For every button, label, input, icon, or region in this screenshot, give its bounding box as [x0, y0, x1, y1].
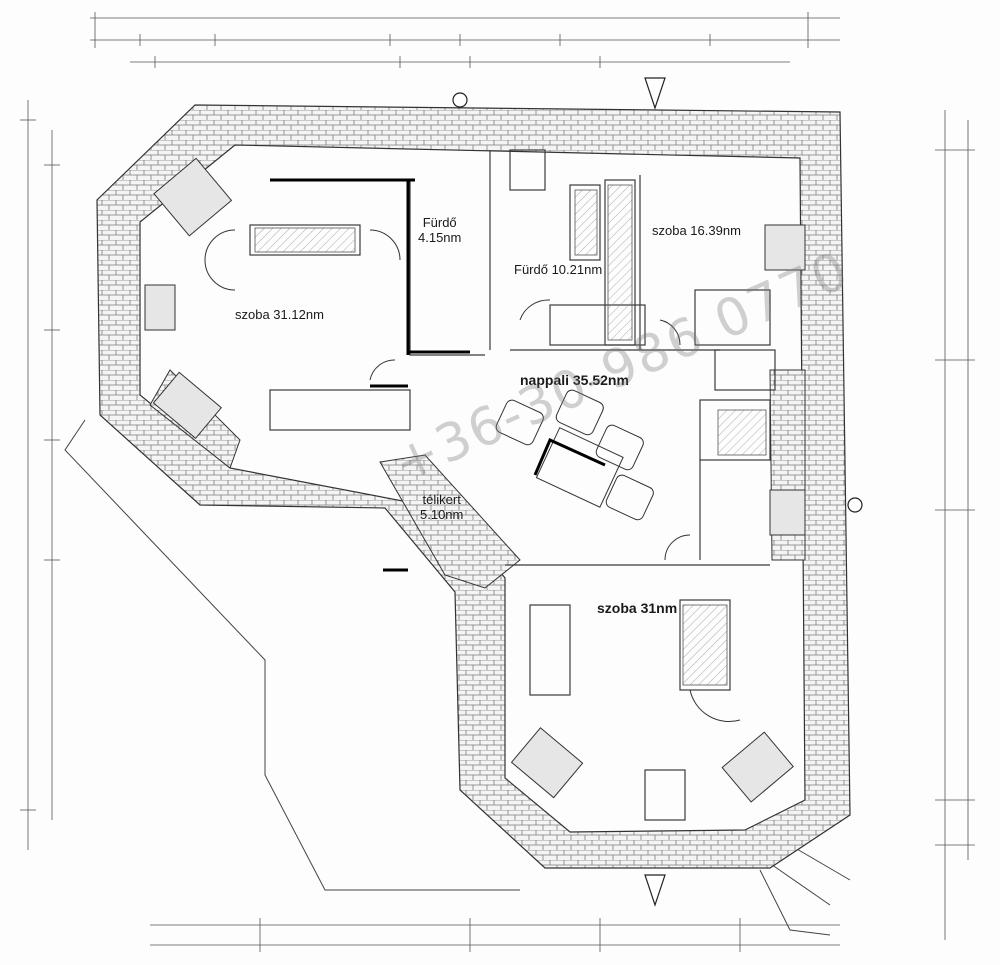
fixtures-hatched [254, 184, 767, 686]
dimension-lines-right [935, 110, 975, 940]
room-label-szoba-16: szoba 16.39nm [652, 223, 741, 238]
windows [144, 157, 806, 803]
room-label-szoba-31-12: szoba 31.12nm [235, 307, 324, 322]
dimension-lines-left [20, 100, 60, 850]
room-label-szoba-31: szoba 31nm [597, 600, 678, 616]
dimension-lines-top [90, 12, 840, 68]
room-name-telikert: télikert [422, 492, 461, 507]
dimension-lines-bottom [150, 918, 840, 952]
outer-brick-walls [96, 104, 851, 869]
room-area-furdo-small: 4.15nm [418, 229, 462, 245]
room-label-furdo-small: Fürdő 4.15nm [418, 215, 462, 246]
door-swings [204, 229, 741, 723]
room-label-furdo-large: Fürdő 10.21nm [514, 262, 603, 277]
room-area-telikert: 5.10nm [420, 506, 464, 522]
accent-lines [270, 178, 606, 572]
room-label-nappali: nappali 35.52nm [520, 372, 629, 388]
dining-set [495, 389, 654, 521]
room-name-furdo-small: Fürdő [422, 215, 457, 230]
room-outlines [249, 149, 776, 821]
site-outline [64, 419, 851, 936]
room-label-telikert: télikert 5.10nm [420, 492, 464, 523]
section-markers [452, 77, 863, 907]
